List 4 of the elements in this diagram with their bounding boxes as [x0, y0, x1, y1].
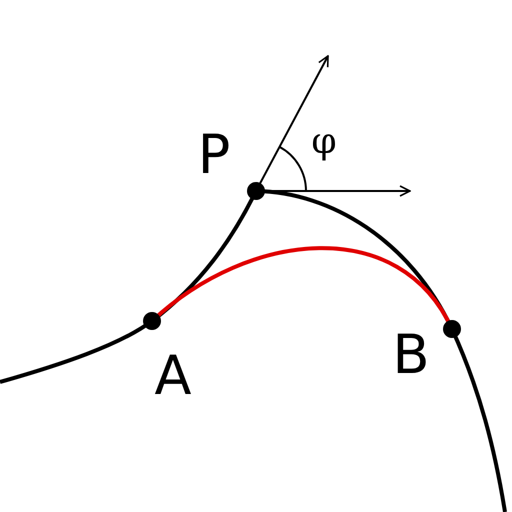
point-label: A	[154, 349, 192, 403]
point-label: B	[392, 328, 430, 382]
angle-label: φ	[311, 124, 337, 160]
point-label: P	[198, 128, 230, 182]
